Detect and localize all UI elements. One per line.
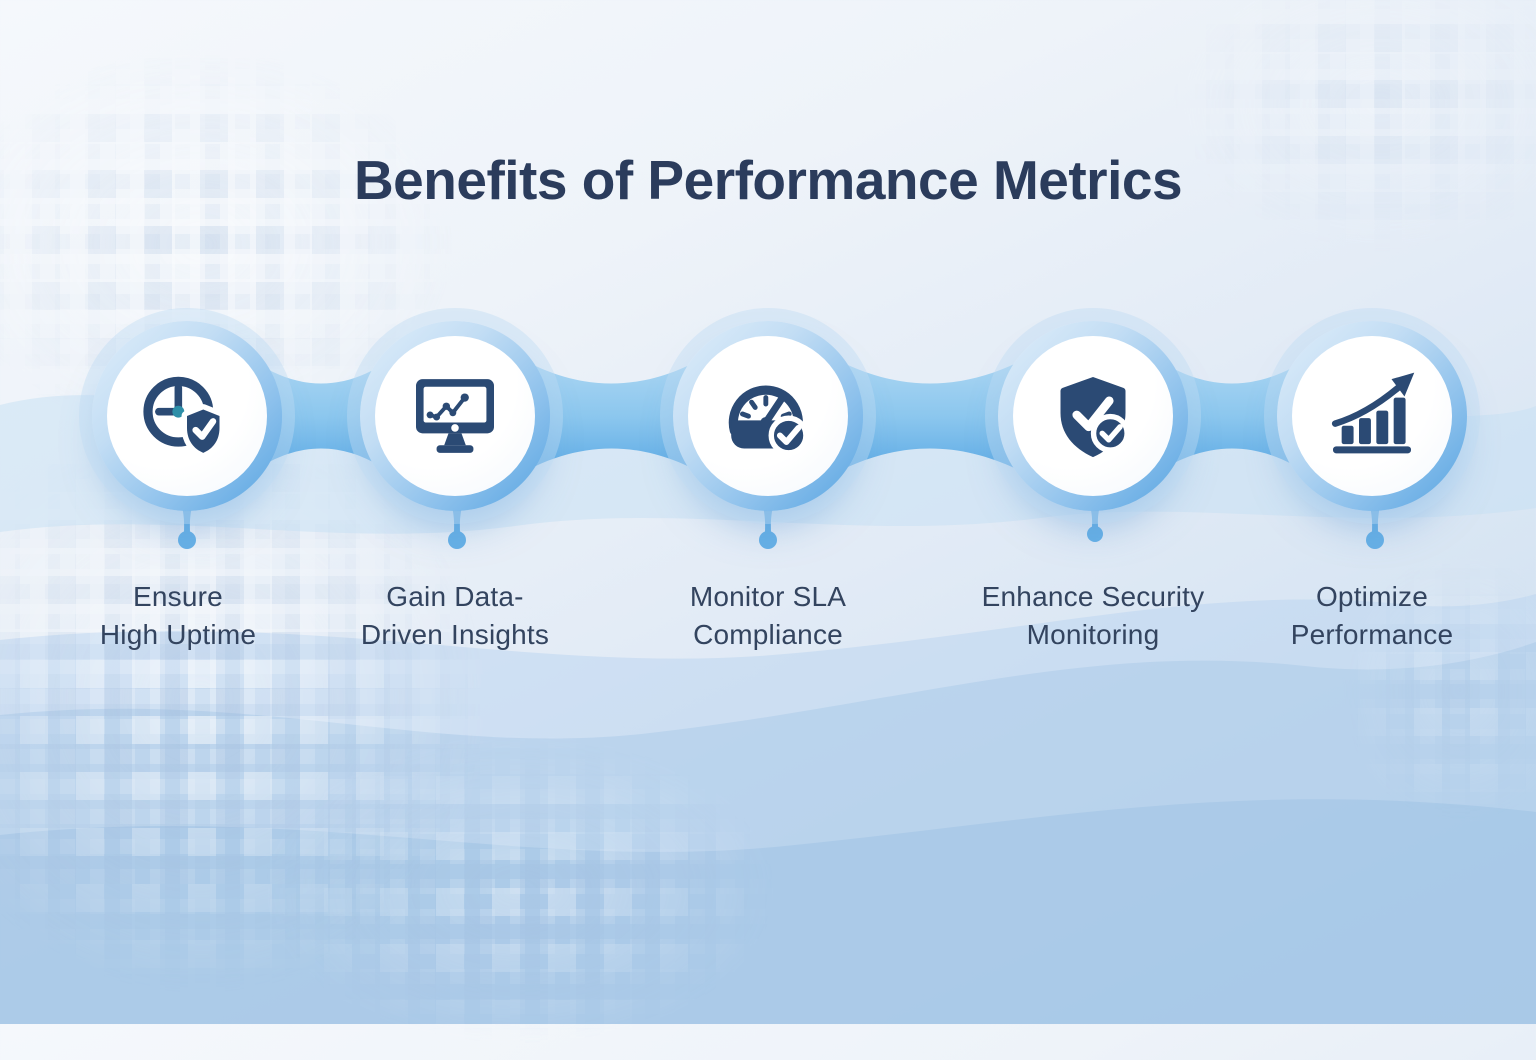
node-caption-insights: Gain Data- Driven Insights xyxy=(295,578,615,654)
caption-line: Gain Data- xyxy=(386,581,524,612)
pixel-mosaic-decoration xyxy=(240,720,800,1060)
shield-check-icon xyxy=(1060,377,1130,458)
node-caption-performance: Optimize Performance xyxy=(1212,578,1532,654)
benefit-node-sla xyxy=(673,321,863,511)
node-caption-sla: Monitor SLA Compliance xyxy=(608,578,928,654)
node-inner-disc xyxy=(1013,336,1173,496)
node-inner-disc xyxy=(375,336,535,496)
monitor-chart-icon xyxy=(416,379,494,453)
caption-line: Driven Insights xyxy=(360,619,550,650)
page-title: Benefits of Performance Metrics xyxy=(353,148,1183,211)
pixel-mosaic-decoration xyxy=(1150,0,1536,270)
caption-line: Ensure xyxy=(133,581,223,612)
bar-chart-growth-arrow-icon xyxy=(1331,372,1415,454)
node-inner-disc xyxy=(107,336,267,496)
connector-band xyxy=(823,352,1037,480)
clock-shield-check-icon xyxy=(143,376,225,459)
caption-line: Optimize xyxy=(1315,581,1429,612)
gauge-check-icon xyxy=(728,385,809,456)
caption-line: Compliance xyxy=(693,619,843,650)
caption-line: Enhance Security xyxy=(981,581,1205,612)
benefit-node-performance xyxy=(1277,321,1467,511)
connector-band xyxy=(510,352,713,480)
caption-line: Monitoring xyxy=(1026,619,1160,650)
connector-band xyxy=(1147,352,1317,480)
connector-band xyxy=(242,352,400,480)
benefit-node-insights xyxy=(360,321,550,511)
benefit-node-security xyxy=(998,321,1188,511)
node-caption-uptime: Ensure High Uptime xyxy=(18,578,338,654)
caption-line: Monitor SLA xyxy=(689,581,847,612)
pixel-mosaic-decoration xyxy=(1330,540,1536,840)
node-inner-disc xyxy=(688,336,848,496)
node-inner-disc xyxy=(1292,336,1452,496)
node-caption-security: Enhance Security Monitoring xyxy=(933,578,1253,654)
benefit-node-uptime xyxy=(92,321,282,511)
caption-line: High Uptime xyxy=(99,619,257,650)
caption-line: Performance xyxy=(1290,619,1454,650)
